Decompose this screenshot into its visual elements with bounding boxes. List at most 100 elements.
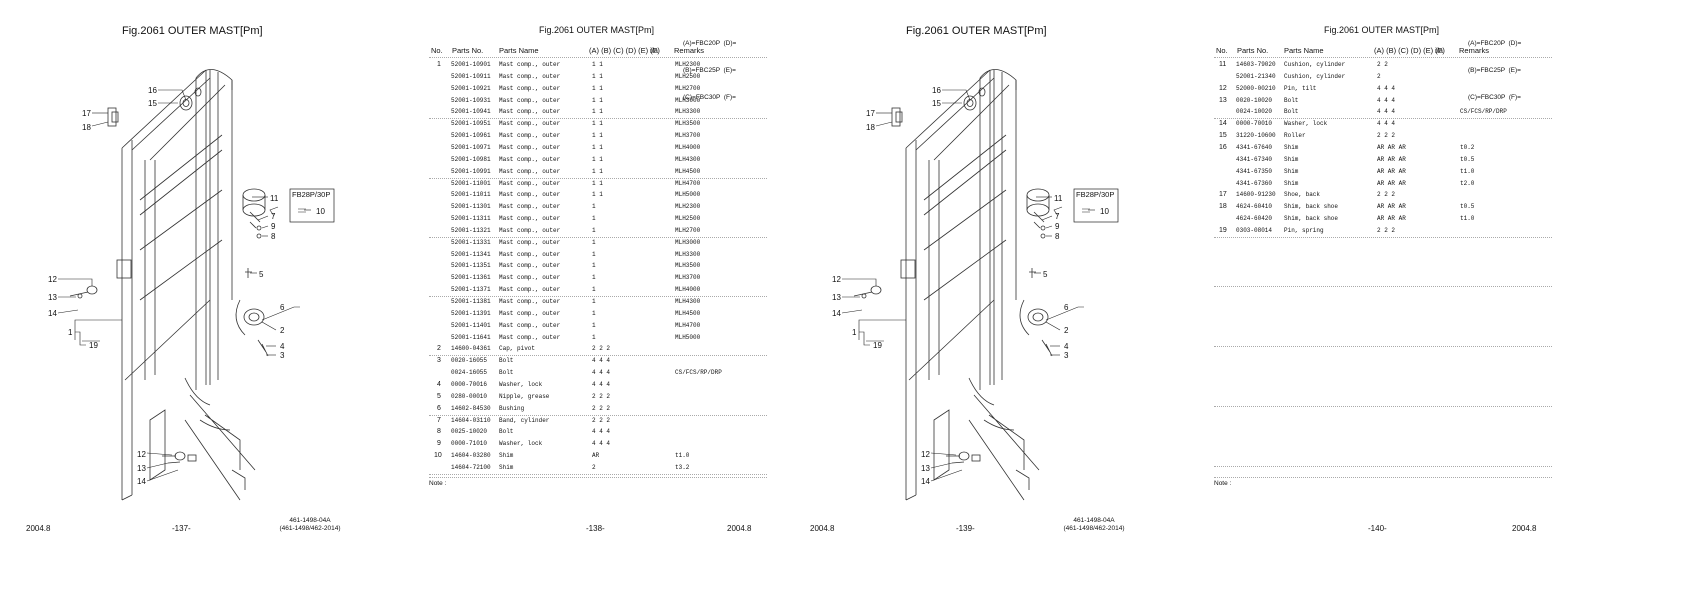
model-quantities: AR AR AR xyxy=(1377,167,1406,175)
model-quantities: 1 1 xyxy=(592,84,603,92)
figure-title: Fig.2061 OUTER MAST[Pm] xyxy=(906,25,1047,37)
part-name: Shim xyxy=(1284,155,1299,163)
detail-callout-13: 13 xyxy=(921,464,930,473)
detail-callout-12: 12 xyxy=(921,450,930,459)
remarks: MLH4300 xyxy=(675,298,701,305)
group-rule xyxy=(429,296,767,297)
part-number: 52001-10951 xyxy=(451,120,491,128)
model-quantities: AR AR AR xyxy=(1377,215,1406,223)
item-number: 4 xyxy=(437,380,441,388)
model-quantities: 2 2 2 xyxy=(592,345,611,353)
item-number: 18 xyxy=(1219,203,1227,211)
callout-8: 8 xyxy=(1055,232,1060,241)
model-quantities: 1 1 xyxy=(592,191,603,199)
item-number: 16 xyxy=(1219,143,1227,151)
part-number: 0020-16055 xyxy=(451,357,488,365)
model-quantities: 1 xyxy=(592,226,596,234)
part-number: 14604-03280 xyxy=(451,452,491,460)
part-number: 0024-16055 xyxy=(451,369,488,377)
model-legend: (A)=FBC20P (D)= (B)=FBC25P (E)= (C)=FBC3… xyxy=(1468,21,1521,120)
part-number: 52000-00210 xyxy=(1236,84,1276,92)
part-name: Mast comp., outer xyxy=(499,238,561,246)
part-number: 0000-71010 xyxy=(451,440,488,448)
model-quantities: 2 2 xyxy=(1377,61,1388,68)
column-header-models: (A) (B) (C) (D) (E) (F) xyxy=(589,46,660,55)
remarks: MLH3300 xyxy=(675,250,701,258)
model-quantities: 2 2 2 xyxy=(592,416,611,424)
model-quantities: 1 xyxy=(592,274,596,282)
callout-5: 5 xyxy=(1043,270,1048,279)
remarks: MLH3700 xyxy=(675,132,701,140)
blank-row-rule xyxy=(1214,406,1552,407)
remarks: t0.5 xyxy=(1460,203,1475,211)
model-quantities: 1 xyxy=(592,250,596,258)
part-number: 52001-10971 xyxy=(451,143,491,151)
model-quantities: 4 4 4 xyxy=(1377,108,1396,116)
part-number: 52001-11641 xyxy=(451,333,491,341)
part-number: 4341-67350 xyxy=(1236,167,1273,175)
callout-3: 3 xyxy=(1064,351,1069,360)
callout-9: 9 xyxy=(271,222,276,231)
column-header-parts-no: Parts No. xyxy=(1237,46,1269,55)
part-number: 52001-10931 xyxy=(451,96,491,104)
part-name: Mast comp., outer xyxy=(499,321,561,329)
part-name: Shim, back shoe xyxy=(1284,203,1339,211)
part-name: Mast comp., outer xyxy=(499,155,561,163)
part-name: Pin, tilt xyxy=(1284,84,1317,92)
part-number: 52001-11011 xyxy=(451,191,491,199)
model-quantities: 1 1 xyxy=(592,61,603,68)
part-number: 52001-11321 xyxy=(451,226,491,234)
group-rule xyxy=(429,355,767,357)
item-number: 15 xyxy=(1219,132,1227,140)
part-name: Mast comp., outer xyxy=(499,203,561,211)
part-name: Shim xyxy=(1284,143,1299,151)
part-name: Cap, pivot xyxy=(499,345,536,353)
model-quantities: 1 xyxy=(592,238,596,246)
part-number: 14600-91230 xyxy=(1236,191,1276,199)
model-quantities: 1 xyxy=(592,203,596,211)
group-rule xyxy=(429,414,767,416)
item-number: 13 xyxy=(1219,96,1227,104)
remarks: t0.5 xyxy=(1460,155,1475,163)
remarks: MLH4000 xyxy=(675,286,701,294)
remarks: t1.0 xyxy=(675,452,690,460)
note-label: Note : xyxy=(1214,480,1232,487)
model-quantities: 2 2 2 xyxy=(592,392,611,400)
callout-9: 9 xyxy=(1055,222,1060,231)
model-quantities: AR xyxy=(592,452,600,460)
part-number: 14604-03110 xyxy=(451,416,491,424)
part-number: 4624-60420 xyxy=(1236,215,1273,223)
model-quantities: 1 1 xyxy=(592,143,603,151)
callout-1: 1 xyxy=(68,328,73,337)
part-name: Band, cylinder xyxy=(499,416,550,424)
callout-3: 3 xyxy=(280,351,285,360)
group-rule xyxy=(1214,118,1552,120)
part-number: 52001-11351 xyxy=(451,262,491,270)
column-header-parts-name: Parts Name xyxy=(1284,46,1324,55)
callout-17: 17 xyxy=(866,109,875,118)
footer-page-number: -138- xyxy=(586,524,605,533)
column-header-parts-name: Parts Name xyxy=(499,46,539,55)
remarks: MLH4300 xyxy=(675,155,701,163)
column-header-remarks: Remarks xyxy=(1459,46,1490,55)
footer-doc-code: 461-1498-04A (461-1498/462-2014) xyxy=(1054,517,1134,533)
callout-16: 16 xyxy=(148,86,157,95)
part-number: 14600-04361 xyxy=(451,345,491,353)
remarks: MLH3300 xyxy=(675,108,701,116)
callout-11: 11 xyxy=(1054,194,1063,203)
